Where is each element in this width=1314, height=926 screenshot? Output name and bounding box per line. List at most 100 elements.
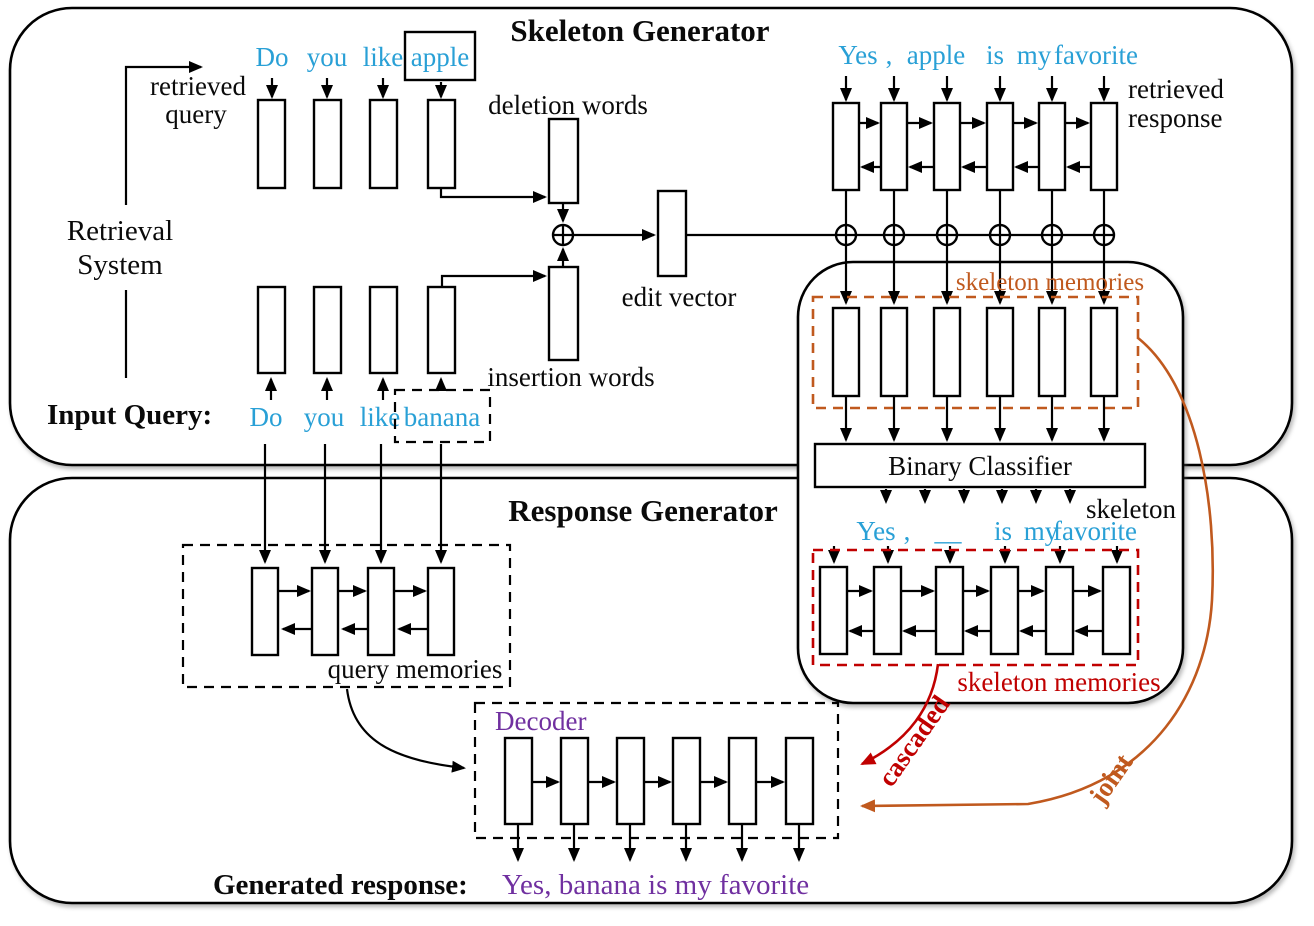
retrieval-arrow — [124, 61, 203, 378]
memory-cell — [1101, 565, 1132, 656]
response-word: favorite — [1054, 40, 1138, 70]
query-word: Do — [250, 402, 283, 432]
retrieved-query-label: retrieved — [150, 71, 246, 101]
decoder-cell — [671, 736, 702, 826]
rnn-cell — [879, 101, 909, 192]
encoder-cell — [256, 98, 287, 190]
memory-cell — [426, 566, 456, 657]
memory-cell — [1044, 565, 1075, 656]
decoder-box — [473, 701, 840, 840]
memory-cell — [818, 565, 849, 656]
encoder-cell — [426, 98, 457, 190]
input-query-words: Do you like banana — [250, 388, 492, 444]
query-memories-box — [181, 543, 512, 689]
memory-cell — [250, 566, 280, 657]
response-word: my — [1017, 40, 1052, 70]
decoder-output-arrows — [512, 824, 805, 862]
skeleton-word: __ — [934, 516, 963, 546]
cascaded-arrow — [860, 663, 940, 766]
skeleton-word: Yes — [856, 516, 895, 546]
skeleton-word: , — [904, 516, 911, 546]
word-input-arrows — [840, 76, 1110, 102]
decoder-rnn — [503, 736, 815, 826]
memory-cell — [310, 566, 340, 657]
memory-cell — [831, 306, 861, 398]
skeleton-word: is — [994, 516, 1012, 546]
retrieved-response-label: retrieved — [1128, 74, 1224, 104]
response-word: Yes — [838, 40, 877, 70]
rnn-cell — [932, 101, 962, 192]
memory-cell — [879, 306, 909, 398]
response-word: is — [986, 40, 1004, 70]
query-to-memory-arrows — [259, 444, 447, 564]
retrieved-response-words: Yes , apple is my favorite — [838, 40, 1138, 70]
retrieval-system-label: System — [77, 249, 163, 281]
skeleton-memories-top-label: skeleton memories — [956, 269, 1144, 296]
memory-cell — [932, 306, 962, 398]
retrieval-system-label: Retrieval — [67, 215, 173, 247]
insertion-feed-arrow — [440, 270, 547, 287]
plus-node — [551, 223, 575, 247]
input-query-encoder — [256, 285, 457, 375]
deletion-words-label: deletion words — [488, 90, 648, 120]
decoder-cell — [615, 736, 646, 826]
binary-classifier-box — [813, 442, 1147, 489]
memory-cell — [1089, 306, 1119, 398]
response-memory-columns — [834, 190, 1116, 305]
deletion-feed-arrow — [439, 188, 547, 203]
skeleton-memory-cells — [831, 306, 1119, 398]
joint-arrow — [860, 336, 1215, 813]
query-word: like — [360, 402, 401, 432]
retrieved-response-label: response — [1128, 103, 1222, 133]
plus-node — [836, 225, 1114, 245]
encoder-cell — [368, 98, 399, 190]
insertion-words-label: insertion words — [487, 362, 654, 392]
response-word: apple — [907, 40, 965, 70]
decoder-cell — [559, 736, 590, 826]
insertion-words-vector — [547, 265, 580, 362]
rnn-cell — [1037, 101, 1067, 192]
query-word: like — [363, 42, 404, 72]
query-word: Do — [256, 42, 289, 72]
banana-word-box — [393, 388, 492, 444]
retrieved-query-label: query — [165, 99, 227, 129]
retrieved-query-words: Do you like apple — [256, 30, 477, 82]
memory-cell — [1037, 306, 1067, 398]
query-memory-birnn — [250, 566, 456, 657]
skeleton-generator-title: Skeleton Generator — [510, 13, 769, 48]
memory-cell — [989, 565, 1020, 656]
generated-response-label: Generated response: — [213, 869, 468, 901]
generated-response-text: Yes, banana is my favorite — [502, 869, 809, 901]
decoder-cell — [503, 736, 534, 826]
decoder-label: Decoder — [495, 706, 586, 736]
skeleton-memory-birnn — [818, 565, 1132, 656]
response-word: , — [886, 40, 893, 70]
skeleton-memories-bottom-box — [811, 548, 1140, 667]
encoder-cell — [256, 285, 287, 375]
classifier-output-arrows — [880, 489, 1076, 504]
skeleton-label: skeleton — [1086, 494, 1176, 524]
binary-classifier-label: Binary Classifier — [888, 451, 1072, 481]
query-memories-label: query memories — [328, 654, 503, 684]
apple-word-box — [403, 30, 477, 82]
deletion-words-vector — [547, 117, 580, 205]
skeleton-word: favorite — [1053, 516, 1137, 546]
rnn-cell — [985, 101, 1015, 192]
query-word: you — [307, 42, 348, 72]
edit-vector — [656, 189, 688, 278]
edit-vector-label: edit vector — [622, 282, 737, 312]
skeleton-memories-top-box — [811, 295, 1140, 410]
encoder-cell — [312, 98, 343, 190]
memory-cell — [366, 566, 396, 657]
rnn-cell — [1089, 101, 1119, 192]
query-word-boxed: apple — [411, 42, 469, 72]
memory-to-classifier-arrows — [840, 396, 1110, 442]
response-birnn — [831, 101, 1119, 192]
skeleton-sentence: Yes , __ is my favorite — [856, 516, 1137, 546]
decoder-cell — [727, 736, 758, 826]
rnn-cell — [831, 101, 861, 192]
word-input-arrows — [265, 377, 447, 400]
memory-cell — [934, 565, 965, 656]
